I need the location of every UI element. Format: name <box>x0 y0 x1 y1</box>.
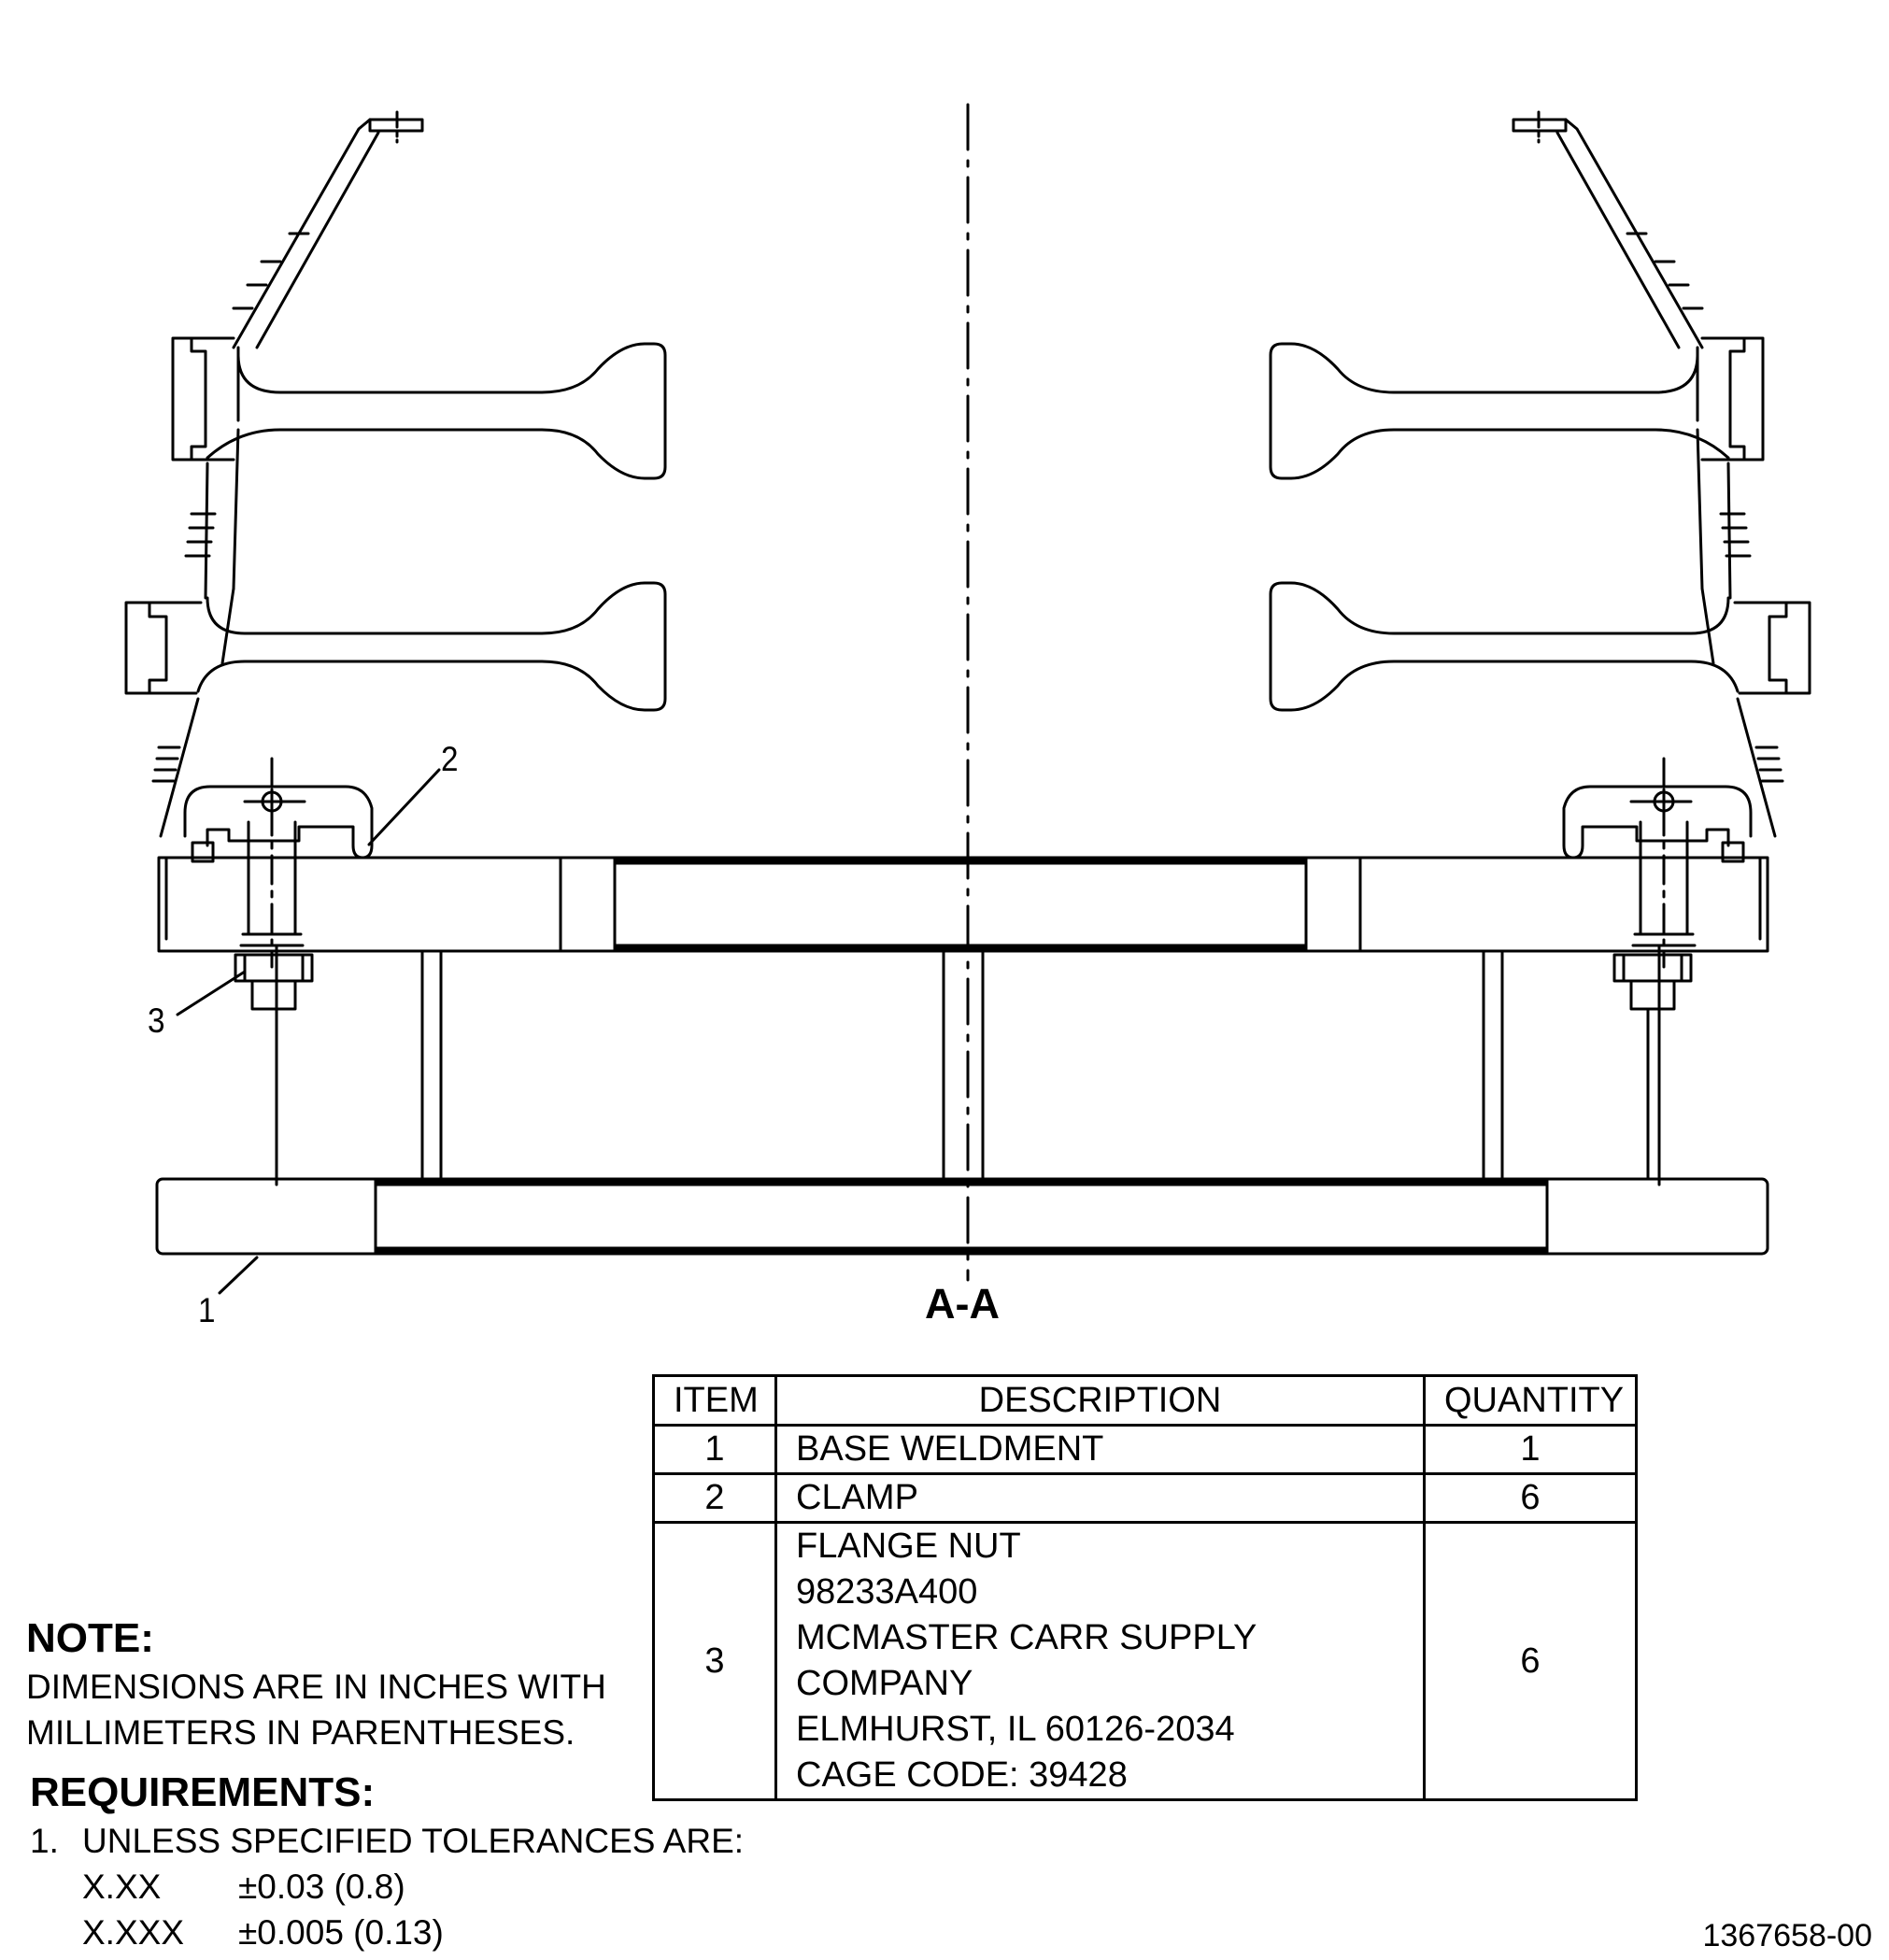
bom-quantity: 6 <box>1423 1472 1638 1524</box>
bom-header-row: ITEM DESCRIPTION QUANTITY <box>652 1374 1638 1427</box>
left-clamp <box>183 757 374 1186</box>
callout-2: 2 <box>441 740 459 778</box>
bom-item: 3 <box>652 1521 777 1801</box>
tolerance-value: ±0.03 (0.8) <box>238 1868 405 1906</box>
bom-header-quantity: QUANTITY <box>1423 1374 1638 1427</box>
left-flange-nut <box>234 953 314 1011</box>
tolerance-value: ±0.005 (0.13) <box>238 1913 444 1952</box>
bom-quantity: 6 <box>1423 1521 1638 1801</box>
bom-item: 1 <box>652 1424 777 1475</box>
requirement-text: UNLESS SPECIFIED TOLERANCES ARE: <box>82 1822 745 1860</box>
right-part-profile <box>1269 110 1811 838</box>
requirements-heading: REQUIREMENTS: <box>30 1769 376 1815</box>
note-line: MILLIMETERS IN PARENTHESES. <box>26 1713 575 1752</box>
left-part-profile <box>124 110 667 838</box>
note-heading: NOTE: <box>26 1615 154 1661</box>
drawing-number: 1367658-00 <box>1702 1918 1872 1953</box>
callout-3: 3 <box>148 1001 165 1040</box>
right-flange-nut <box>1612 953 1693 1011</box>
bom-quantity: 1 <box>1423 1424 1638 1475</box>
callout-1: 1 <box>198 1291 216 1329</box>
tolerance-format: X.XX <box>82 1868 162 1906</box>
base-plate <box>155 1177 1769 1256</box>
bom-description: CLAMP <box>774 1472 1426 1524</box>
bom-header-description: DESCRIPTION <box>774 1374 1426 1427</box>
leader-lines <box>176 768 441 1295</box>
bom-item: 2 <box>652 1472 777 1524</box>
bom-header-item: ITEM <box>652 1374 777 1427</box>
section-label: A-A <box>925 1280 1000 1328</box>
bom-row: 2 CLAMP 6 <box>652 1472 1638 1524</box>
tolerance-format: X.XXX <box>82 1913 184 1952</box>
bom-description: FLANGE NUT 98233A400 MCMASTER CARR SUPPL… <box>774 1521 1426 1801</box>
bom-row: 1 BASE WELDMENT 1 <box>652 1424 1638 1475</box>
bill-of-materials: ITEM DESCRIPTION QUANTITY 1 BASE WELDMEN… <box>652 1374 1638 1801</box>
upper-plate <box>157 856 1769 953</box>
requirement-number: 1. <box>30 1822 59 1860</box>
note-line: DIMENSIONS ARE IN INCHES WITH <box>26 1668 606 1706</box>
right-clamp <box>1562 757 1753 1186</box>
vertical-posts <box>420 949 1650 1181</box>
bom-row: 3 FLANGE NUT 98233A400 MCMASTER CARR SUP… <box>652 1521 1638 1801</box>
bom-description: BASE WELDMENT <box>774 1424 1426 1475</box>
